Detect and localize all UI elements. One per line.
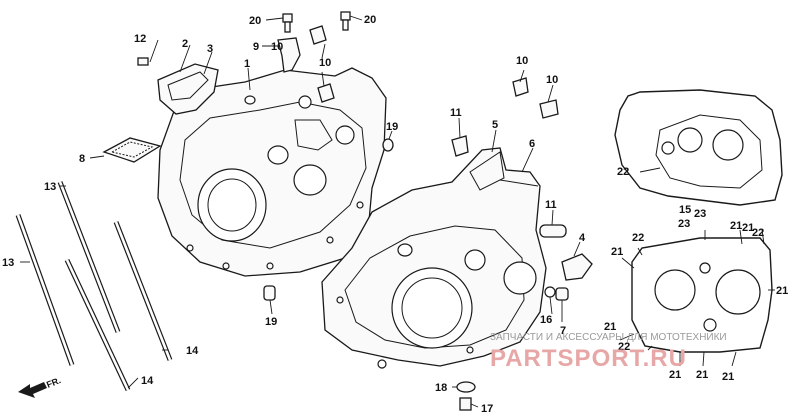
clamp-10-mid xyxy=(317,83,335,103)
label-12: 12 xyxy=(134,33,146,45)
stud-bolts xyxy=(15,181,173,392)
label-22-right: 22 xyxy=(752,227,764,239)
label-19-lower: 19 xyxy=(265,316,277,328)
crankcase-cover-gasket-lower xyxy=(631,237,773,353)
dowel-7 xyxy=(555,287,569,301)
label-14-right: 14 xyxy=(186,345,199,357)
drain-bolt-17 xyxy=(459,397,472,411)
o-ring-16 xyxy=(544,286,556,298)
label-22-mid: 22 xyxy=(632,232,644,244)
label-10-top: 10 xyxy=(271,41,283,53)
label-7: 7 xyxy=(560,325,566,337)
label-23-b: 23 xyxy=(678,218,690,230)
label-15: 15 xyxy=(679,204,691,216)
clamp-10-right-b xyxy=(539,99,559,119)
label-5: 5 xyxy=(492,119,498,131)
label-16: 16 xyxy=(540,314,552,326)
label-21-e: 21 xyxy=(669,369,681,381)
label-6: 6 xyxy=(529,138,535,150)
label-10-right-a: 10 xyxy=(516,55,528,67)
label-21-f: 21 xyxy=(696,369,708,381)
label-3: 3 xyxy=(207,43,213,55)
label-9: 9 xyxy=(253,41,259,53)
right-crankcase xyxy=(157,67,387,277)
label-10-mid: 10 xyxy=(319,57,331,69)
label-11-right: 11 xyxy=(545,199,557,211)
left-crankcase xyxy=(321,147,547,369)
bolt-20-left xyxy=(282,13,293,33)
label-13-top: 13 xyxy=(44,181,56,193)
leader-lines xyxy=(20,15,775,408)
label-22-upper: 22 xyxy=(617,166,629,178)
clamp-10-right-a xyxy=(512,77,529,97)
label-21-d: 21 xyxy=(604,321,616,333)
label-2: 2 xyxy=(182,38,188,50)
label-20-left: 20 xyxy=(249,15,261,27)
label-23-a: 23 xyxy=(694,208,706,220)
bolt-20-right xyxy=(340,11,351,31)
label-10-right-b: 10 xyxy=(546,74,558,86)
label-11-upper: 11 xyxy=(450,107,462,119)
label-17: 17 xyxy=(481,403,493,415)
clamp-10-top xyxy=(309,25,327,45)
label-21-a: 21 xyxy=(611,246,623,258)
label-20-right: 20 xyxy=(364,14,376,26)
label-21-h: 21 xyxy=(742,222,754,234)
label-21-c: 21 xyxy=(776,285,788,297)
oil-strainer-screen xyxy=(102,137,162,163)
breather-plate xyxy=(157,63,219,115)
watermark-tagline: ЗАПЧАСТИ И АКСЕССУАРЫ ДЛЯ МОТОТЕХНИКИ xyxy=(490,332,727,343)
clamp-11-upper xyxy=(451,135,469,157)
label-21-g: 21 xyxy=(722,371,734,383)
bracket xyxy=(277,37,301,73)
label-21-b: 21 xyxy=(730,220,742,232)
svg-text:FR.: FR. xyxy=(45,375,62,390)
label-18: 18 xyxy=(435,382,447,394)
label-22-lower: 22 xyxy=(618,341,630,353)
dowel-pin-19-lower xyxy=(263,285,276,301)
washer-18 xyxy=(456,381,476,393)
watermark-logo: PARTSPORT.RU xyxy=(490,345,687,372)
label-13-left: 13 xyxy=(2,257,14,269)
label-19-upper: 19 xyxy=(386,121,398,133)
label-4: 4 xyxy=(579,232,586,244)
label-8: 8 xyxy=(79,153,85,165)
crankcase-cover-gasket-upper xyxy=(614,89,783,206)
label-14-bottom: 14 xyxy=(141,375,154,387)
label-1: 1 xyxy=(244,58,250,70)
dowel-pin-19-upper xyxy=(382,138,394,152)
front-direction-arrow: FR. xyxy=(18,375,62,398)
dowel-11-right xyxy=(539,224,567,238)
plate-4 xyxy=(561,253,593,281)
bolt-12 xyxy=(137,57,149,66)
